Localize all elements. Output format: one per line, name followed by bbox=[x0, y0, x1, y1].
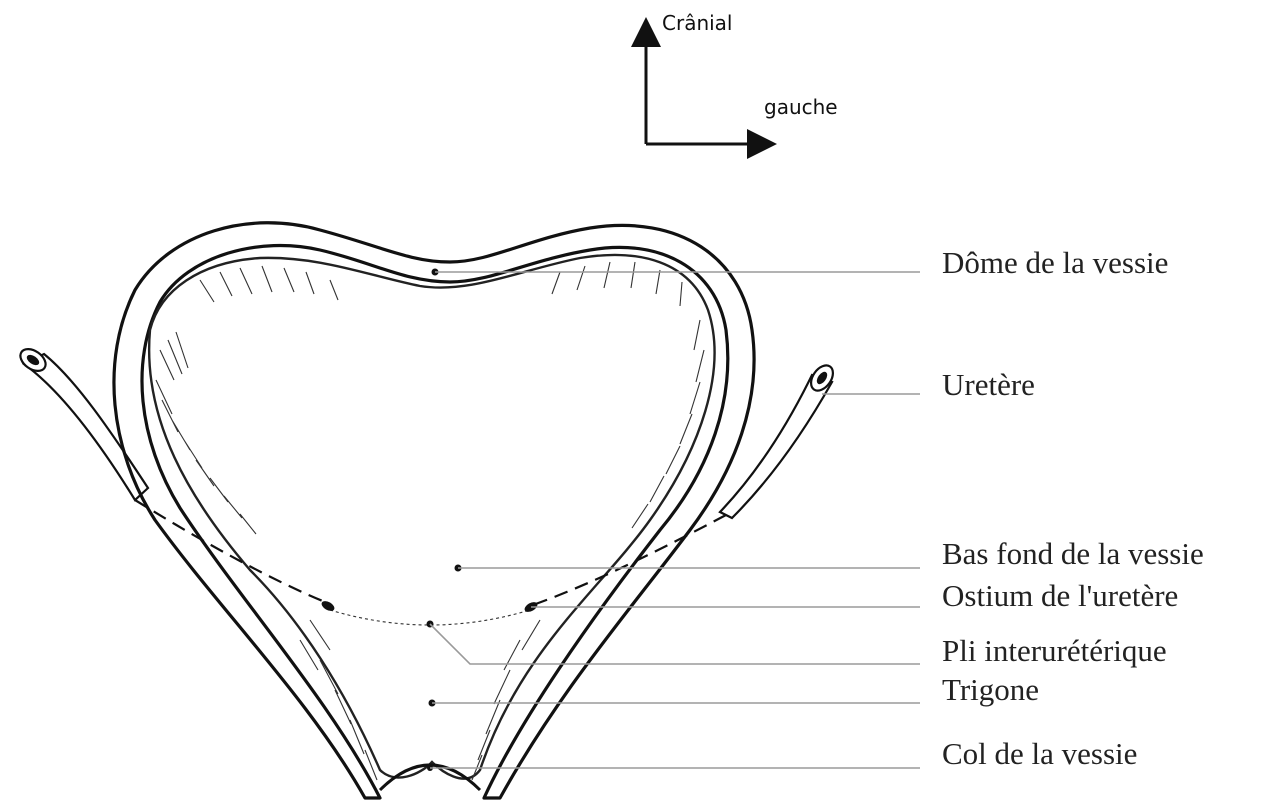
left-ureter-intramural bbox=[135, 500, 330, 604]
left-ureter bbox=[16, 345, 148, 500]
label-pli: Pli interurétérique bbox=[942, 633, 1167, 668]
label-col: Col de la vessie bbox=[942, 736, 1137, 771]
label-ureter: Uretère bbox=[942, 367, 1035, 402]
label-dome: Dôme de la vessie bbox=[942, 245, 1168, 280]
right-ureter-intramural bbox=[530, 515, 726, 606]
orientation-axes: Crânial gauche bbox=[646, 11, 838, 144]
label-trigone: Trigone bbox=[942, 672, 1039, 707]
left-ureteric-orifice bbox=[320, 599, 336, 613]
label-bas-fond: Bas fond de la vessie bbox=[942, 536, 1204, 571]
right-ureter bbox=[720, 361, 837, 518]
label-ostium: Ostium de l'uretère bbox=[942, 578, 1178, 613]
gauche-label: gauche bbox=[764, 95, 838, 119]
callout-labels: Dôme de la vessie Uretère Bas fond de la… bbox=[942, 245, 1204, 771]
callouts bbox=[427, 269, 921, 772]
pli-leader bbox=[430, 624, 920, 664]
cranial-label: Crânial bbox=[662, 11, 733, 35]
